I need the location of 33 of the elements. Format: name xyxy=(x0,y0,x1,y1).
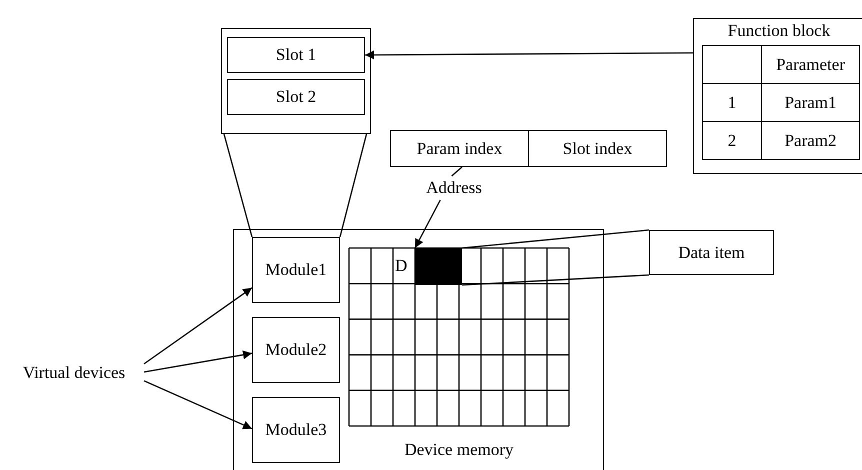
table-cell: Param2 xyxy=(762,122,860,160)
module-box: Module2 xyxy=(252,317,340,383)
device-box xyxy=(233,229,604,470)
projection-line xyxy=(339,134,368,238)
arrow xyxy=(365,50,693,60)
table-cell: Parameter xyxy=(762,46,860,84)
projection-line xyxy=(462,274,650,286)
projection-line xyxy=(462,229,650,249)
field-label: Slot index xyxy=(528,131,666,166)
data-cell xyxy=(415,248,462,285)
callout-box: Data item xyxy=(649,230,774,275)
module-box: Module1 xyxy=(252,237,340,303)
table-cell: 1 xyxy=(702,84,762,122)
arrow xyxy=(144,350,252,373)
leader-line xyxy=(451,166,462,176)
table-cell: 2 xyxy=(702,122,762,160)
panel-caption: Device memory xyxy=(403,440,515,460)
slot-panel xyxy=(221,28,371,134)
cell-label: D xyxy=(395,256,408,276)
address-field-box xyxy=(390,130,667,167)
address-label: Address xyxy=(416,176,492,200)
field-label: Param index xyxy=(416,138,504,160)
slot-box: Slot 2 xyxy=(227,79,365,115)
panel-heading: Function block xyxy=(726,21,832,41)
projection-line xyxy=(223,134,253,238)
arrow xyxy=(144,287,252,364)
module-box: Module3 xyxy=(252,397,340,463)
table-cell: Param1 xyxy=(762,84,860,122)
arrow xyxy=(144,380,252,430)
function-block-panel xyxy=(693,18,862,174)
slot-box: Slot 1 xyxy=(227,37,365,73)
callout-label: Virtual devices xyxy=(4,360,144,386)
arrow xyxy=(414,200,441,248)
